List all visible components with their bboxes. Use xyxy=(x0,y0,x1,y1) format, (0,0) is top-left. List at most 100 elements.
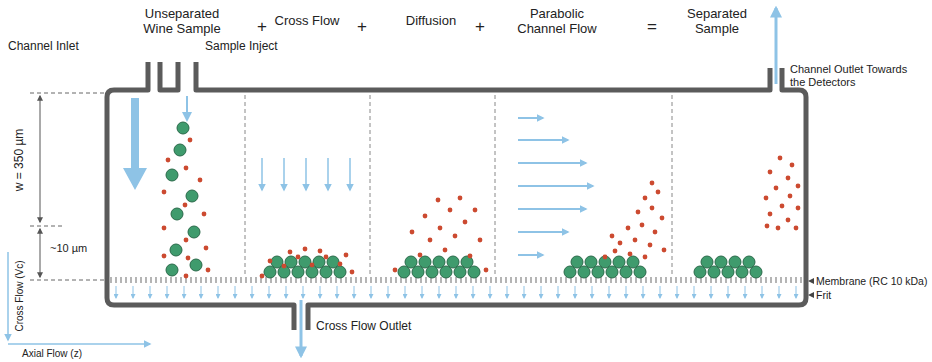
frit-arrow xyxy=(796,286,797,298)
frit-arrow xyxy=(456,286,457,298)
small-particle xyxy=(436,198,441,203)
cross-flow-axis xyxy=(7,252,9,340)
frit-arrow xyxy=(269,286,270,298)
small-particle xyxy=(410,230,415,235)
frit-arrow xyxy=(643,286,644,298)
large-particle xyxy=(405,256,417,268)
frit-arrow xyxy=(575,286,576,298)
large-particle xyxy=(743,256,755,268)
parabolic-flow-arrow xyxy=(518,231,568,233)
small-particle xyxy=(468,254,473,259)
small-particle xyxy=(268,259,273,264)
small-particle xyxy=(260,274,265,279)
small-particle xyxy=(633,238,638,243)
small-particle xyxy=(626,226,631,231)
small-particle xyxy=(636,210,641,215)
small-particle xyxy=(296,255,301,260)
dimension-label: w = 350 µm xyxy=(13,129,27,192)
frit-arrow xyxy=(711,286,712,298)
small-particle xyxy=(282,264,287,269)
small-particle xyxy=(610,234,615,239)
large-particle xyxy=(571,256,583,268)
small-particle xyxy=(303,247,308,252)
large-particle xyxy=(433,256,445,268)
frit-arrow xyxy=(677,286,678,298)
small-particle xyxy=(453,234,458,239)
stage-heading: Parabolic Channel Flow xyxy=(509,7,605,37)
frit-arrow xyxy=(626,286,627,298)
cross-flow-outlet-arrow xyxy=(300,300,303,356)
small-particle xyxy=(656,190,661,195)
small-particle xyxy=(776,226,781,231)
small-particle xyxy=(628,252,633,257)
small-particle xyxy=(796,206,801,211)
small-particle xyxy=(338,262,343,267)
dimension-label: ~10 µm xyxy=(50,242,87,255)
operator-sign: + xyxy=(357,17,367,37)
small-particle xyxy=(428,238,433,243)
large-particle xyxy=(190,259,202,271)
frit-arrow xyxy=(286,286,287,298)
small-particle xyxy=(310,263,315,268)
frit-arrow xyxy=(252,286,253,298)
frit-pointer xyxy=(808,292,814,298)
large-particle xyxy=(419,256,431,268)
operator-sign: + xyxy=(257,17,267,37)
part-label: Membrane (RC 10 kDa) xyxy=(816,275,927,287)
large-particle xyxy=(701,256,713,268)
large-particle xyxy=(174,144,186,156)
small-particle xyxy=(768,170,773,175)
small-particle xyxy=(162,226,167,231)
large-particle xyxy=(715,256,727,268)
port-label: Channel Inlet xyxy=(8,40,79,54)
part-label: Frit xyxy=(816,289,831,301)
stage-heading: Diffusion xyxy=(406,14,456,29)
small-particle xyxy=(206,268,211,273)
large-particle xyxy=(170,244,182,256)
large-particle xyxy=(166,264,178,276)
small-particle xyxy=(613,249,618,254)
frit-arrow xyxy=(235,286,236,298)
small-particle xyxy=(418,253,423,258)
large-particle xyxy=(285,256,297,268)
small-particle xyxy=(448,208,453,213)
width-dimension xyxy=(40,96,41,222)
stage-heading: Unseparated Wine Sample xyxy=(132,7,232,37)
frit-arrow xyxy=(762,286,763,298)
layer-dimension xyxy=(40,229,41,277)
small-particle xyxy=(324,255,329,260)
membrane-pointer xyxy=(808,278,814,284)
large-particle xyxy=(166,169,178,181)
small-particle xyxy=(478,238,483,243)
parabolic-flow-arrow xyxy=(518,185,593,187)
cross-flow-arrow xyxy=(305,158,307,190)
stage-heading: Cross Flow xyxy=(274,14,339,29)
frit-arrow xyxy=(592,286,593,298)
small-particle xyxy=(166,158,171,163)
port-label: Cross Flow Outlet xyxy=(316,320,411,334)
frit-arrow xyxy=(405,286,406,298)
frit-arrow xyxy=(371,286,372,298)
large-particle xyxy=(585,256,597,268)
frit-arrow xyxy=(728,286,729,298)
small-particle xyxy=(778,156,783,161)
frit-arrow xyxy=(184,286,185,298)
port-label: Channel Outlet Towards the Detectors xyxy=(790,63,915,88)
frit-arrow xyxy=(133,286,134,298)
small-particle xyxy=(393,268,398,273)
small-particle xyxy=(202,212,207,217)
small-particle xyxy=(796,184,801,189)
small-particle xyxy=(473,208,478,213)
small-particle xyxy=(794,226,799,231)
small-particle xyxy=(458,196,463,201)
frit-arrow xyxy=(116,286,117,298)
small-particle xyxy=(188,138,193,143)
large-particle xyxy=(299,256,311,268)
large-particle xyxy=(313,256,325,268)
large-particle xyxy=(177,122,189,134)
small-particle xyxy=(344,253,349,258)
small-particle xyxy=(184,166,189,171)
operator-sign: = xyxy=(647,17,657,37)
stage-heading: Separated Sample xyxy=(677,7,757,37)
channel-wall xyxy=(107,62,806,330)
